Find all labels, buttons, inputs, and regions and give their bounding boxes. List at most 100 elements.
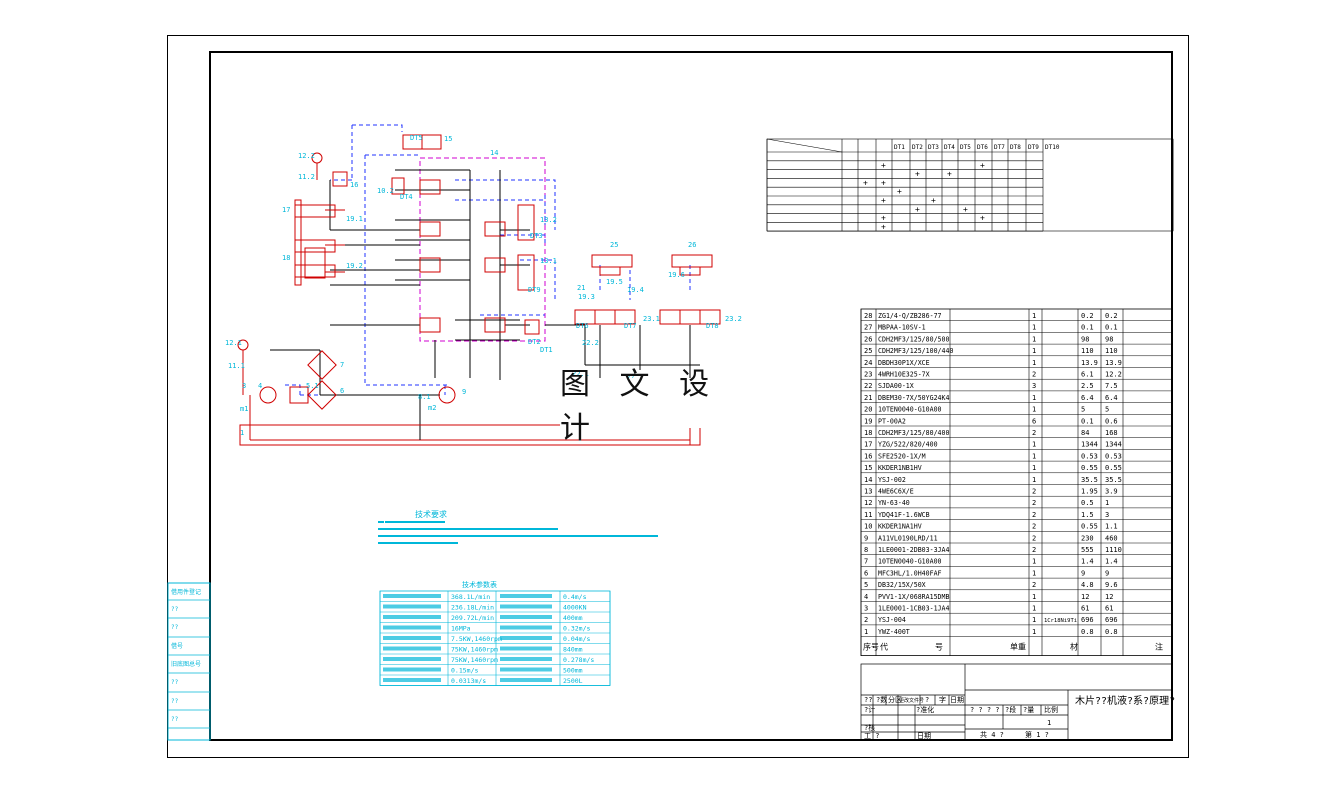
part-qty: 1 (1032, 441, 1036, 449)
action-header: DT4 (944, 144, 955, 151)
watermark-text: 图 文 设 计 (560, 367, 775, 446)
outer-border (167, 35, 1189, 758)
schematic-label-dt8: DT8 (706, 322, 719, 330)
part-no: 12 (864, 499, 872, 507)
part-unit-weight: 84 (1081, 429, 1089, 437)
part-total-weight: 12.2 (1105, 371, 1122, 379)
part-qty: 2 (1032, 371, 1036, 379)
action-mark: + (881, 214, 886, 223)
part-unit-weight: 98 (1081, 335, 1089, 343)
tb-q: ? (925, 696, 929, 704)
part-unit-weight: 6.4 (1081, 394, 1094, 402)
part-code: ZG1/4-Q/ZB286-77 (878, 312, 942, 320)
part-no: 8 (864, 546, 868, 554)
part-unit-weight: 696 (1081, 616, 1094, 624)
param-value-2: 840mm (563, 646, 583, 654)
schematic-label-n22-2: 22.2 (582, 339, 599, 347)
part-material: 1Cr18Ni9Ti (1044, 618, 1077, 624)
schematic-label-n19-6: 19.6 (668, 271, 685, 279)
action-mark: + (881, 196, 886, 205)
part-qty: 2 (1032, 488, 1036, 496)
schematic-label-n1: 1 (240, 429, 244, 437)
part-qty: 1 (1032, 605, 1036, 613)
part-no: 5 (864, 581, 868, 589)
register-label: 借号 (171, 642, 183, 650)
part-qty: 2 (1032, 499, 1036, 507)
part-no: 14 (864, 476, 872, 484)
part-total-weight: 1110 (1105, 546, 1122, 554)
header-note: 注 (1155, 642, 1163, 652)
header-seq: 序号 (863, 642, 879, 652)
part-code: PVV1-1X/068RA15DMB (878, 593, 949, 601)
tb-sheet-no: 第 1 ? (1025, 730, 1049, 739)
part-total-weight: 61 (1105, 605, 1113, 613)
part-code: YWZ-400T (878, 628, 910, 636)
action-header: DT6 (977, 144, 988, 151)
part-qty: 1 (1032, 569, 1036, 577)
action-mark: + (881, 222, 886, 231)
register-label: ?? (171, 698, 179, 705)
header-code: 代 (880, 642, 888, 652)
part-no: 21 (864, 394, 872, 402)
part-qty: 2 (1032, 546, 1036, 554)
tech-title: 技术要求 (415, 509, 447, 519)
part-total-weight: 1.1 (1105, 523, 1118, 531)
action-mark: + (915, 170, 920, 179)
action-header: DT1 (894, 144, 905, 151)
part-unit-weight: 35.5 (1081, 476, 1098, 484)
part-qty: 1 (1032, 312, 1036, 320)
part-no: 24 (864, 359, 872, 367)
action-mark: + (947, 170, 952, 179)
part-unit-weight: 230 (1081, 534, 1094, 542)
tb-sheet-total: 共 4 ? (980, 730, 1004, 739)
tb-change-doc: 更改文件号 (899, 697, 924, 704)
schematic-label-dt3: DT3 (530, 232, 543, 240)
action-header: DT5 (960, 144, 971, 151)
part-no: 25 (864, 347, 872, 355)
part-unit-weight: 0.5 (1081, 499, 1094, 507)
part-no: 3 (864, 605, 868, 613)
register-label: ?? (171, 716, 179, 723)
action-mark: + (863, 178, 868, 187)
part-code: SFE2520-1X/M (878, 452, 926, 460)
tb-stage-marks: ? ? ? ? (970, 706, 1000, 714)
schematic-label-m1: m1 (240, 405, 248, 413)
part-unit-weight: 0.55 (1081, 523, 1098, 531)
header-weight: 单重 (1010, 642, 1026, 652)
header-code-2: 号 (935, 643, 943, 652)
part-unit-weight: 6.1 (1081, 371, 1094, 379)
part-code: YN-63-40 (878, 499, 910, 507)
part-code: PT-00A2 (878, 417, 906, 425)
schematic-label-n19-4: 19.4 (627, 286, 644, 294)
part-code: 10TEN0040-G10A00 (878, 406, 942, 414)
part-no: 13 (864, 488, 872, 496)
schematic-label-dt1: DT1 (540, 346, 553, 354)
action-header: DT2 (912, 144, 923, 151)
tb-mark: ?? (864, 696, 872, 704)
part-code: YSJ-002 (878, 476, 906, 484)
part-unit-weight: 555 (1081, 546, 1094, 554)
part-unit-weight: 12 (1081, 593, 1089, 601)
part-no: 20 (864, 406, 872, 414)
part-qty: 2 (1032, 581, 1036, 589)
param-value-2: 0.32m/s (563, 625, 590, 633)
part-no: 7 (864, 558, 868, 566)
part-code: YZG/522/820/400 (878, 441, 938, 449)
schematic-label-n9: 9 (462, 388, 466, 396)
tb-weight: ?量 (1023, 706, 1034, 714)
part-unit-weight: 61 (1081, 605, 1089, 613)
schematic-label-n5-1: 5.1 (306, 382, 319, 390)
param-value-2: 0.278m/s (563, 656, 594, 664)
part-no: 2 (864, 616, 868, 624)
part-total-weight: 460 (1105, 534, 1118, 542)
register-label: ?? (171, 679, 179, 686)
tb-design: ?计 (864, 705, 875, 714)
action-mark: + (881, 161, 886, 170)
part-unit-weight: 1.5 (1081, 511, 1094, 519)
action-header: DT3 (928, 144, 939, 151)
tb-scale: 比例 (1044, 705, 1058, 714)
hydraulic-schematic (237, 124, 721, 446)
